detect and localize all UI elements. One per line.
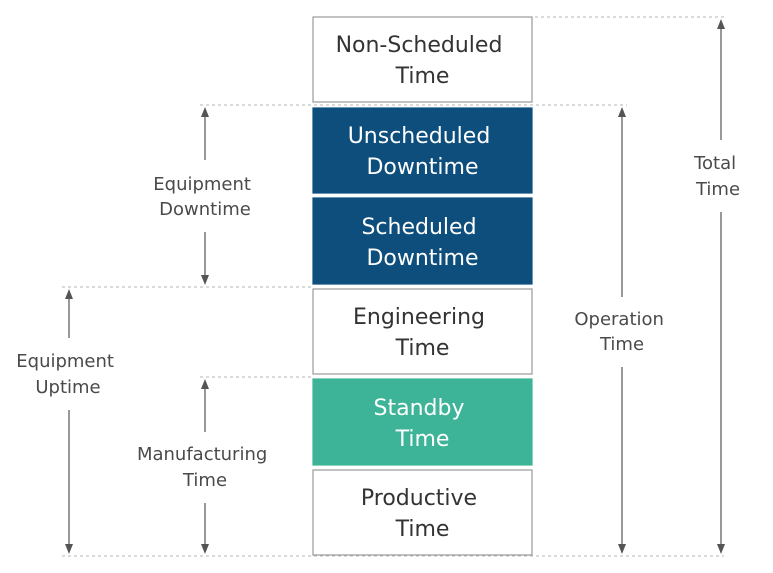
arrows [65,19,725,554]
block-standby-line-1: Standby [374,396,465,421]
manufacturing-arrowhead-up [201,379,209,389]
guide-lines [62,16,724,557]
total-time-line-2: Time [695,179,740,200]
block-engineering-rect [312,288,533,375]
operation-arrowhead-down [618,544,626,554]
block-standby-rect [312,378,533,466]
block-non-scheduled-line-1: Non-Scheduled [336,33,503,58]
block-engineering-line-1: Engineering [353,305,485,330]
block-productive-line-1: Productive [361,486,477,511]
block-non-scheduled-line-2: Time [395,64,450,89]
block-productive-label: Productive Time [361,486,484,542]
block-productive-line-2: Time [395,517,450,542]
block-productive-rect [312,469,533,556]
total-time-line-1: Total [693,153,736,174]
manufacturing-time-line-1: Manufacturing [137,444,267,465]
block-scheduled-downtime-rect [312,197,533,285]
block-scheduled-downtime: Scheduled Downtime [312,197,533,285]
block-unscheduled-downtime: Unscheduled Downtime [312,107,533,194]
block-scheduled-downtime-line-2: Downtime [366,246,478,271]
block-non-scheduled-label: Non-Scheduled Time [336,33,510,89]
total-arrowhead-down [717,544,725,554]
block-non-scheduled: Non-Scheduled Time [312,16,533,103]
manufacturing-time-line-2: Time [182,470,227,491]
equipment-downtime-arrowhead-down [201,275,209,285]
block-scheduled-downtime-label: Scheduled Downtime [361,215,483,271]
block-non-scheduled-rect [312,16,533,103]
block-standby-label: Standby Time [374,396,472,452]
equipment-downtime-line-2: Downtime [159,199,251,220]
equipment-uptime-label: Equipment Uptime [16,351,119,398]
operation-time-label: Operation Time [574,309,669,355]
equipment-uptime-line-1: Equipment [16,351,114,372]
manufacturing-arrowhead-down [201,544,209,554]
block-engineering-label: Engineering Time [353,305,492,361]
block-unscheduled-downtime-line-1: Unscheduled [348,124,491,149]
operation-arrowhead-up [618,107,626,117]
equipment-uptime-arrowhead-down [65,544,73,554]
block-unscheduled-downtime-label: Unscheduled Downtime [348,124,498,180]
block-scheduled-downtime-line-1: Scheduled [361,215,476,240]
block-standby: Standby Time [312,378,533,466]
manufacturing-time-label: Manufacturing Time [137,444,273,491]
total-time-label: Total Time [693,153,742,200]
equipment-uptime-arrowhead-up [65,289,73,299]
equipment-downtime-line-1: Equipment [153,174,251,195]
operation-time-line-2: Time [599,334,644,355]
operation-time-line-1: Operation [574,309,664,330]
equipment-downtime-arrowhead-up [201,107,209,117]
block-unscheduled-downtime-rect [312,107,533,194]
block-engineering-line-2: Time [395,336,450,361]
total-arrowhead-up [717,19,725,29]
equipment-uptime-line-2: Uptime [35,377,100,398]
block-productive: Productive Time [312,469,533,556]
block-unscheduled-downtime-line-2: Downtime [366,155,478,180]
equipment-downtime-label: Equipment Downtime [153,174,256,220]
block-standby-line-2: Time [395,427,450,452]
block-engineering: Engineering Time [312,288,533,375]
